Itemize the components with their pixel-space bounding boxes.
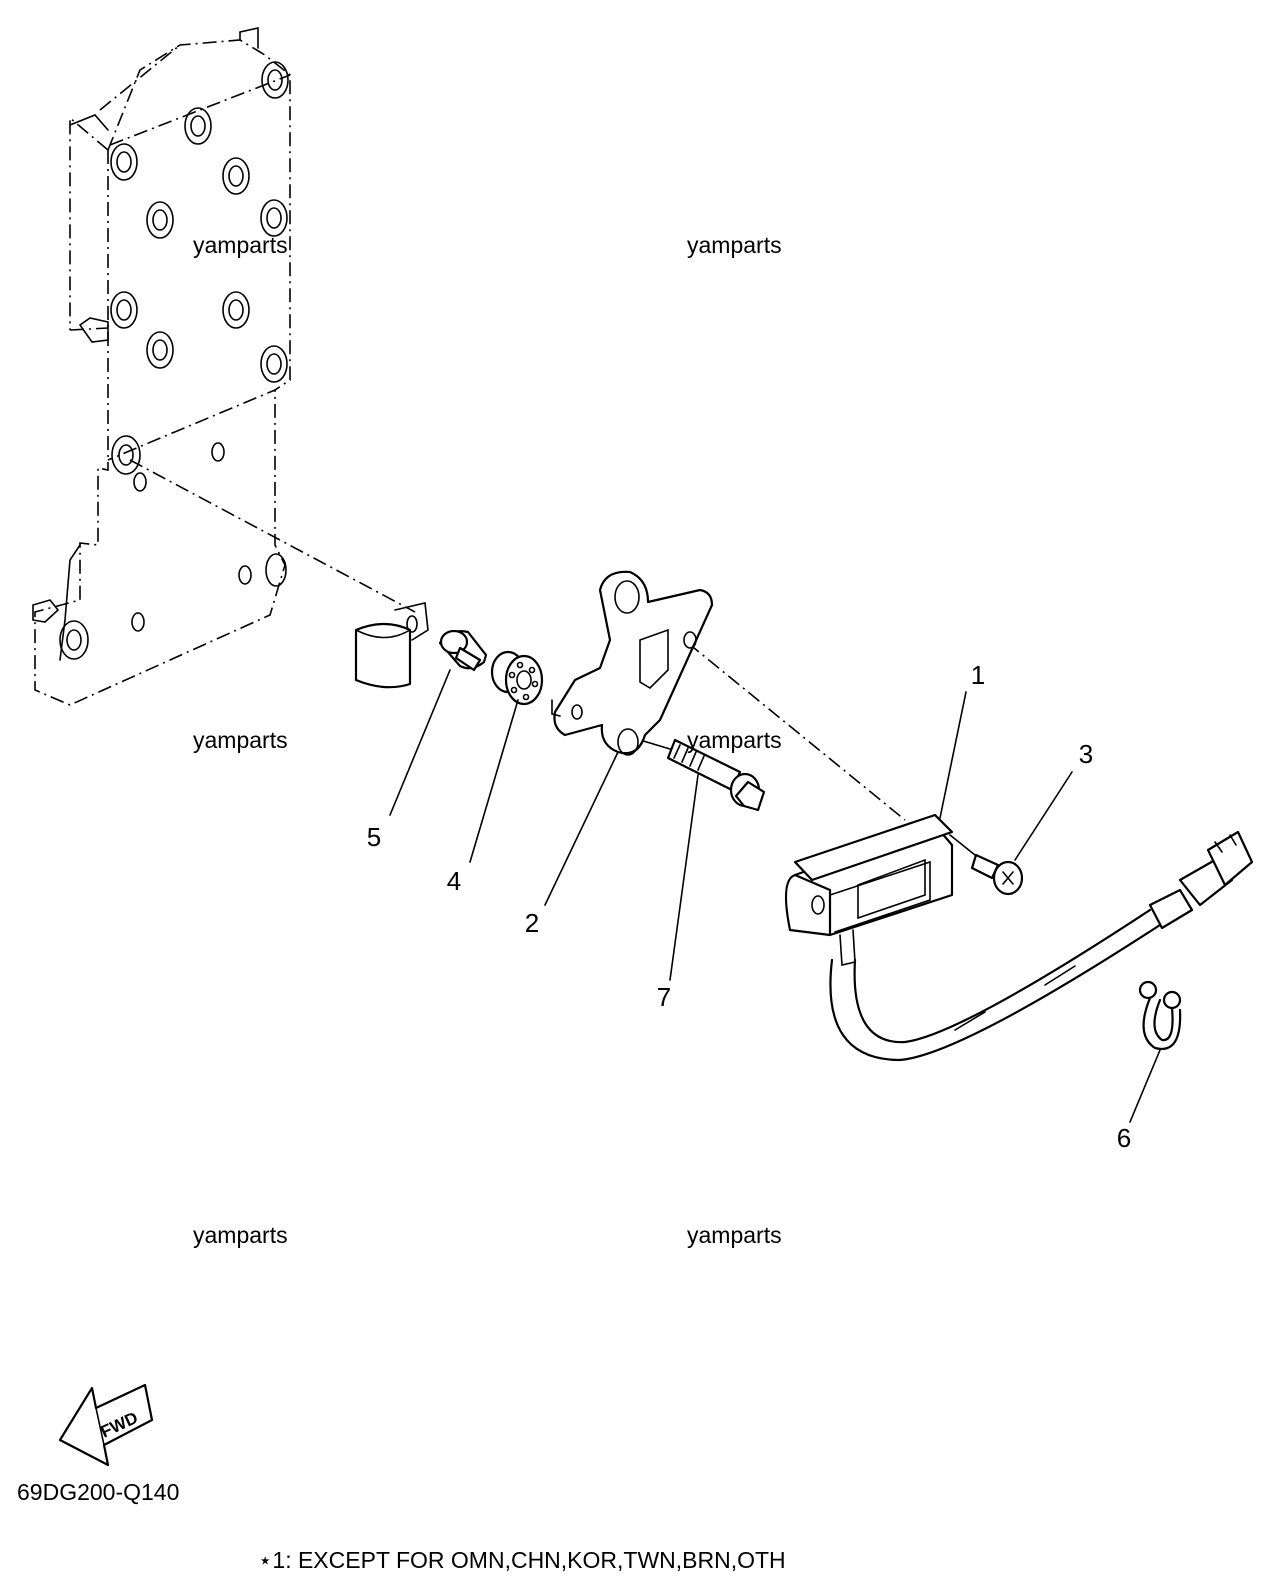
callout-7: 7 — [657, 982, 671, 1012]
callout-5: 5 — [367, 822, 381, 852]
screw-part-3 — [970, 853, 1024, 896]
watermark-text: yamparts — [193, 1222, 288, 1248]
bracket-part-2 — [551, 570, 714, 756]
watermarks: yamparts yamparts yamparts yamparts yamp… — [193, 232, 782, 1248]
assembly-centerlines — [129, 459, 976, 856]
wire-harness — [829, 830, 1254, 1062]
collar-part-5 — [438, 629, 488, 672]
footnote: ⋆1: EXCEPT FOR OMN,CHN,KOR,TWN,BRN,OTH — [258, 1547, 786, 1573]
watermark-text: yamparts — [193, 232, 288, 258]
callout-3: 3 — [1079, 739, 1093, 769]
diagram-code: 69DG200-Q140 — [17, 1479, 179, 1505]
watermark-text: yamparts — [687, 727, 782, 753]
fwd-arrow-icon: FWD — [58, 1383, 154, 1467]
watermark-text: yamparts — [687, 232, 782, 258]
plate-holes — [59, 61, 289, 660]
callout-2: 2 — [525, 908, 539, 938]
callout-4: 4 — [447, 866, 461, 896]
bolt-part-7 — [666, 738, 766, 812]
watermark-text: yamparts — [687, 1222, 782, 1248]
callout-6: 6 — [1117, 1123, 1131, 1153]
grommet-part-4 — [490, 650, 544, 706]
unit-part-1 — [784, 813, 954, 966]
watermark-text: yamparts — [193, 727, 288, 753]
clamp-part-6 — [1138, 980, 1182, 1051]
callout-1: 1 — [971, 660, 985, 690]
mount-sleeve — [354, 602, 429, 689]
engine-mount-plate — [32, 27, 291, 706]
leader-lines — [389, 669, 1161, 1123]
callout-labels: 1 2 3 4 5 6 7 — [367, 660, 1131, 1153]
